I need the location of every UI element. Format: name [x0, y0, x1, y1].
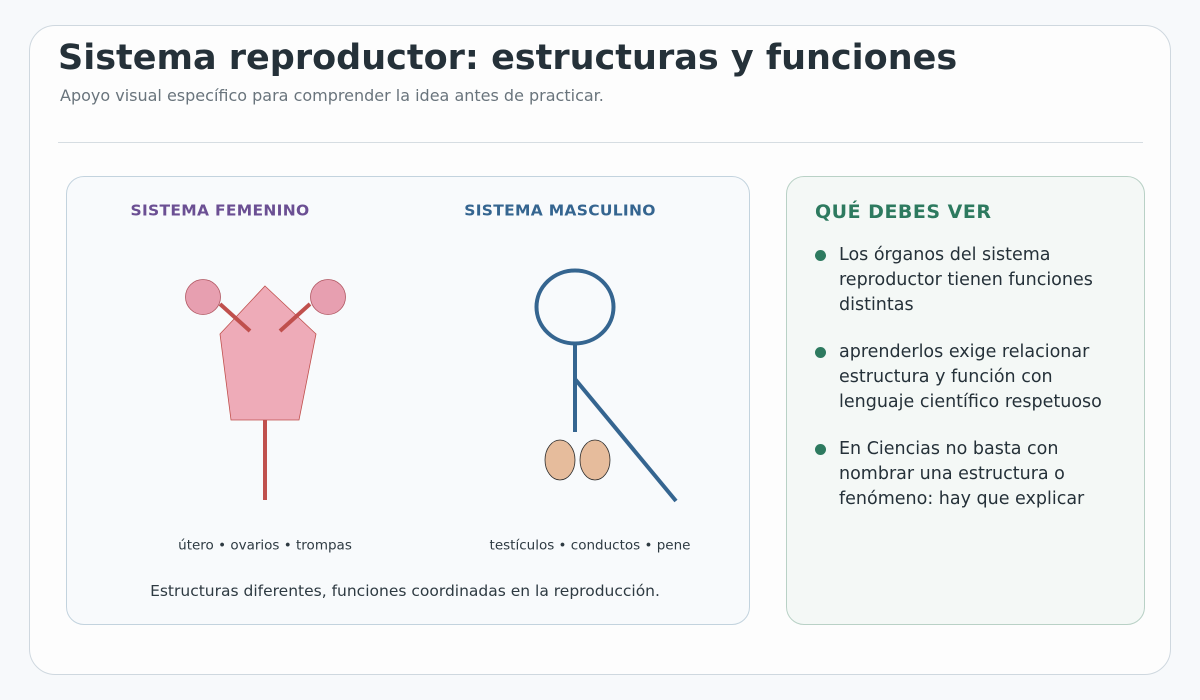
- reproductive-systems-diagram: SISTEMA FEMENINO útero • ovarios • tromp…: [131, 202, 691, 601]
- male-system-caption: testículos • conductos • pene: [490, 538, 691, 554]
- info-item-line: nombrar una estructura o: [839, 464, 1065, 484]
- info-item: Los órganos del sistema reproductor tien…: [815, 243, 1135, 318]
- left-ovary: [185, 279, 221, 315]
- header-divider: [58, 142, 1143, 143]
- penis-duct: [573, 377, 678, 503]
- right-testis: [579, 439, 611, 481]
- info-item-line: fenómeno: hay que explicar: [839, 489, 1085, 509]
- page-title: Sistema reproductor: estructuras y funci…: [58, 38, 958, 78]
- bullet-icon: [815, 250, 826, 261]
- right-fallopian-tube: [278, 302, 312, 333]
- female-system-title: SISTEMA FEMENINO: [131, 202, 310, 220]
- info-item-line: En Ciencias no basta con: [839, 439, 1059, 459]
- info-item-line: lenguaje científico respetuoso: [839, 392, 1102, 412]
- bullet-icon: [815, 347, 826, 358]
- info-item: En Ciencias no basta con nombrar una est…: [815, 437, 1135, 512]
- male-system: SISTEMA MASCULINO testículos • conductos…: [464, 202, 690, 554]
- info-list: Los órganos del sistema reproductor tien…: [815, 243, 1135, 534]
- info-item-line: reproductor tienen funciones: [839, 270, 1093, 290]
- right-ovary: [310, 279, 346, 315]
- female-system: SISTEMA FEMENINO útero • ovarios • tromp…: [131, 202, 352, 554]
- info-item: aprenderlos exige relacionar estructura …: [815, 340, 1135, 415]
- info-item-line: Los órganos del sistema: [839, 245, 1051, 265]
- info-item-line: distintas: [839, 295, 914, 315]
- uterus: [219, 285, 317, 421]
- bullet-icon: [815, 444, 826, 455]
- diagram-panel: [66, 176, 750, 625]
- left-fallopian-tube: [218, 302, 252, 333]
- info-title: QUÉ DEBES VER: [815, 201, 992, 223]
- left-testis: [544, 439, 576, 481]
- bladder: [534, 268, 616, 346]
- info-item-line: aprenderlos exige relacionar: [839, 342, 1090, 362]
- diagram-footer: Estructuras diferentes, funciones coordi…: [150, 582, 660, 600]
- female-system-caption: útero • ovarios • trompas: [178, 538, 352, 554]
- male-system-title: SISTEMA MASCULINO: [464, 202, 656, 220]
- info-panel: QUÉ DEBES VER Los órganos del sistema re…: [786, 176, 1145, 625]
- info-item-line: estructura y función con: [839, 367, 1053, 387]
- page-subtitle: Apoyo visual específico para comprender …: [60, 86, 604, 105]
